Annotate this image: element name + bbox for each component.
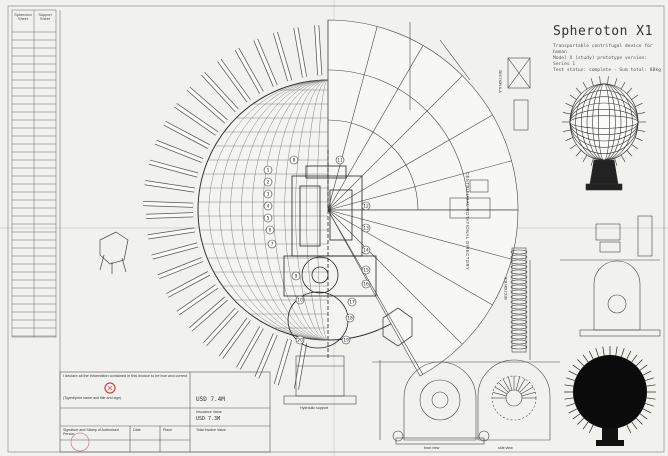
base-stand [283, 355, 357, 405]
section-a-label: SECTION A-A [498, 70, 502, 93]
section-b-label: SECTION B-B [504, 277, 508, 300]
insurance-label: Insurance Value [196, 410, 222, 414]
vertical-label: CENTRIFUGAL ROTATIONAL DIRECTORY [465, 172, 470, 271]
detail-views [529, 215, 661, 360]
black-sphere-view [564, 346, 656, 446]
callout-circle [361, 265, 371, 275]
side-view-label: side view [498, 446, 513, 450]
drawing-subtitle: Transportable centrifugal device for hum… [553, 44, 661, 73]
callout-circle [265, 225, 275, 235]
callout-number: 20 [297, 338, 303, 344]
callout-circle [361, 223, 371, 233]
callout-number: 9 [295, 274, 298, 280]
callout-number: 14 [363, 248, 369, 254]
callout-circle [347, 297, 357, 307]
insurance-value: USD 7.3M [196, 416, 221, 422]
total-label: Total Invoice Value [196, 428, 226, 432]
invoice-box [59, 371, 271, 453]
callout-number: 11 [337, 158, 343, 164]
callout-circle [335, 155, 345, 165]
callout-number: 2 [267, 180, 270, 186]
callout-number: 13 [363, 226, 369, 232]
spring-column [510, 247, 528, 353]
callout-circle [295, 335, 305, 345]
callout-circle [361, 279, 371, 289]
callout-circle [295, 295, 305, 305]
callout-circle [263, 165, 273, 175]
callout-circle [341, 335, 351, 345]
front-view-label: front view [424, 446, 440, 450]
internal-mechanism [283, 150, 377, 360]
mini-sphere-view [562, 76, 646, 191]
declaration-text: I declare all the information contained … [63, 374, 188, 378]
drawing-title: Spheroton X1 [553, 24, 653, 39]
place-label: Place [163, 428, 172, 432]
ledger-header-2: Support Sheet [38, 13, 52, 21]
callout-number: 5 [267, 216, 270, 222]
callout-number: 1 [267, 168, 270, 174]
usd-value: USD 7.4M [196, 396, 225, 403]
callout-number: 8 [293, 158, 296, 164]
ledger-table [11, 9, 57, 338]
callout-number: 12 [363, 204, 369, 210]
callout-circle [263, 177, 273, 187]
callout-number: 16 [363, 282, 369, 288]
callout-number: 7 [271, 242, 274, 248]
signature-label: Signature and Stamp of Authorised Person [63, 428, 119, 436]
callout-number: 15 [363, 268, 369, 274]
date-label: Date [133, 428, 141, 432]
drawing-frame [7, 5, 665, 453]
callout-number: 3 [267, 192, 270, 198]
callout-circle [263, 213, 273, 223]
callout-circle [345, 313, 355, 323]
callout-number: 19 [343, 338, 349, 344]
rotation-sector [327, 19, 519, 377]
support-view-label: Hydraulic support [300, 406, 328, 410]
callout-circle [289, 155, 299, 165]
callout-number: 18 [347, 316, 353, 322]
side-views [372, 359, 560, 445]
callout-circle [267, 239, 277, 249]
callout-circle [361, 245, 371, 255]
hex-plate [382, 307, 413, 347]
callout-number: 10 [297, 298, 303, 304]
ledger-header-1: Spheroton Sheet [14, 13, 32, 21]
callout-number: 6 [269, 228, 272, 234]
section-details [409, 22, 531, 219]
callout-circle [263, 201, 273, 211]
callout-circle [291, 271, 301, 281]
callout-circle [361, 201, 371, 211]
seat-sketch [99, 231, 129, 274]
callout-circle [263, 189, 273, 199]
callout-number: 4 [267, 204, 270, 210]
typed-name-label: (Typed/print name and title and sign) [63, 396, 122, 400]
callout-number: 17 [349, 300, 355, 306]
